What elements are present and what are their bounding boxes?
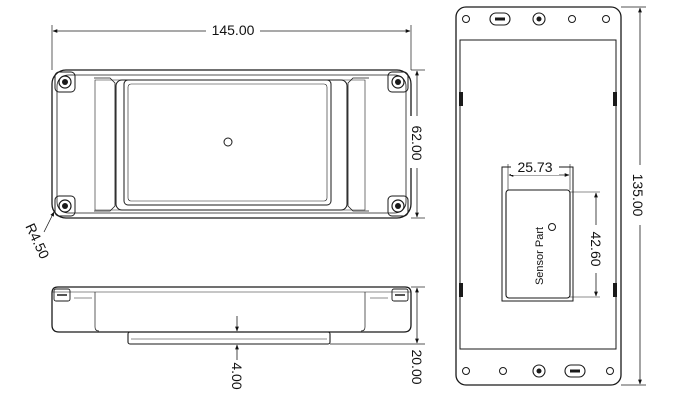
window-width-label: 25.73 <box>517 159 552 175</box>
side-height-label: 20.00 <box>409 349 425 384</box>
bottom-view: Sensor Part 25.73 42.60 135.00 <box>455 6 648 386</box>
foot-label: 4.00 <box>229 362 245 389</box>
side-body <box>51 286 412 333</box>
sensor-label: Sensor Part <box>534 227 546 285</box>
radius-leader-line <box>43 211 55 233</box>
side-view: 4.00 20.00 <box>51 286 427 390</box>
sensor-icon <box>548 223 556 231</box>
mount-hole-icon <box>532 364 546 378</box>
height-label: 62.00 <box>409 125 425 160</box>
center-hole-icon <box>223 137 233 147</box>
screw-boss-icon <box>387 195 409 217</box>
sensor-part <box>505 189 571 299</box>
screw-boss-icon <box>54 71 76 93</box>
screw-boss-icon <box>387 71 409 93</box>
slot-icon <box>564 364 586 378</box>
window-height-label: 42.60 <box>588 231 604 266</box>
slot-icon <box>489 12 511 26</box>
side-foot <box>127 331 331 345</box>
radius-label: R4.50 <box>22 221 52 262</box>
width-label: 145.00 <box>212 22 255 38</box>
top-view: 145.00 <box>22 22 427 261</box>
screw-boss-icon <box>54 195 76 217</box>
bottom-height-label: 135.00 <box>630 174 646 217</box>
mount-hole-icon <box>532 12 546 26</box>
bottom-inner-panel <box>459 39 617 350</box>
bottom-outer-body <box>455 6 622 386</box>
